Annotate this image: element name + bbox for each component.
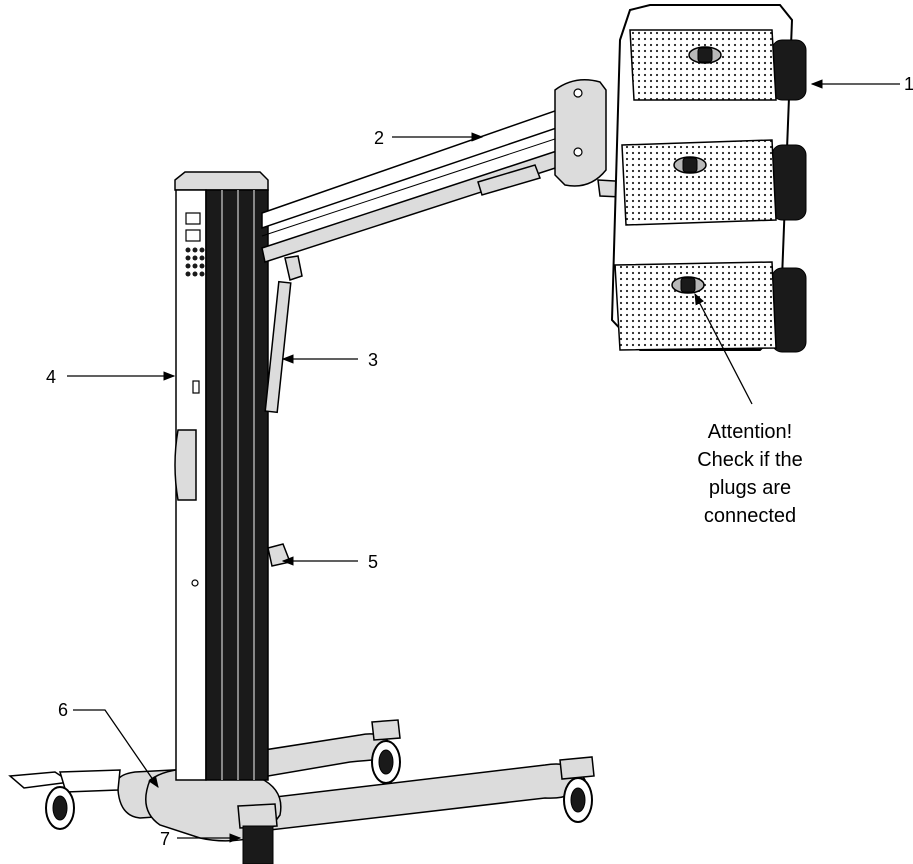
castor-wheels [45, 719, 595, 864]
attention-note-line-4: connected [704, 505, 796, 527]
callout-labels: 1 2 3 4 5 6 7 [46, 74, 913, 849]
callout-2: 2 [374, 128, 384, 148]
attention-note: Attention! Check if the plugs are connec… [697, 421, 803, 527]
leader-line-6 [73, 709, 159, 788]
gas-spring [264, 255, 303, 414]
callout-7: 7 [160, 829, 170, 849]
callout-3: 3 [368, 350, 378, 370]
callout-6: 6 [58, 700, 68, 720]
attention-note-line-1: Attention! [708, 421, 793, 443]
vertical-column [174, 171, 269, 781]
attention-note-line-3: plugs are [709, 477, 791, 499]
telescopic-arm [261, 104, 582, 263]
arm-lever [267, 543, 292, 567]
leader-lines [67, 79, 900, 843]
wheeled-base [8, 733, 586, 842]
leader-line-attention [694, 292, 753, 405]
callout-4: 4 [46, 367, 56, 387]
callout-1: 1 [904, 74, 913, 94]
attention-note-line-2: Check if the [697, 449, 803, 471]
heater-head [610, 4, 807, 353]
callout-5: 5 [368, 552, 378, 572]
